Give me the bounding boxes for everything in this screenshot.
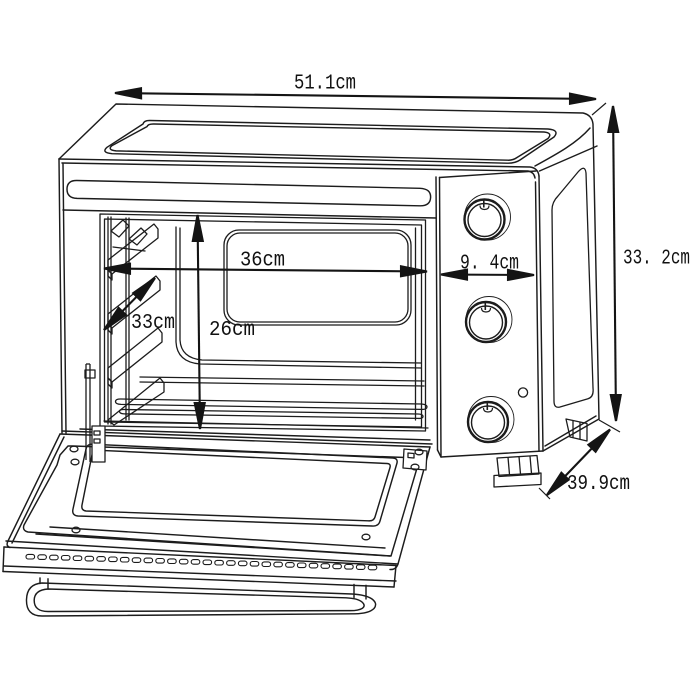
svg-text:33cm: 33cm xyxy=(131,311,175,335)
svg-text:36cm: 36cm xyxy=(240,249,285,273)
svg-text:51.1cm: 51.1cm xyxy=(294,72,356,96)
svg-text:39.9cm: 39.9cm xyxy=(567,472,630,496)
svg-text:26cm: 26cm xyxy=(209,318,255,342)
svg-text:9. 4cm: 9. 4cm xyxy=(460,252,519,276)
svg-text:33. 2cm: 33. 2cm xyxy=(623,247,690,271)
